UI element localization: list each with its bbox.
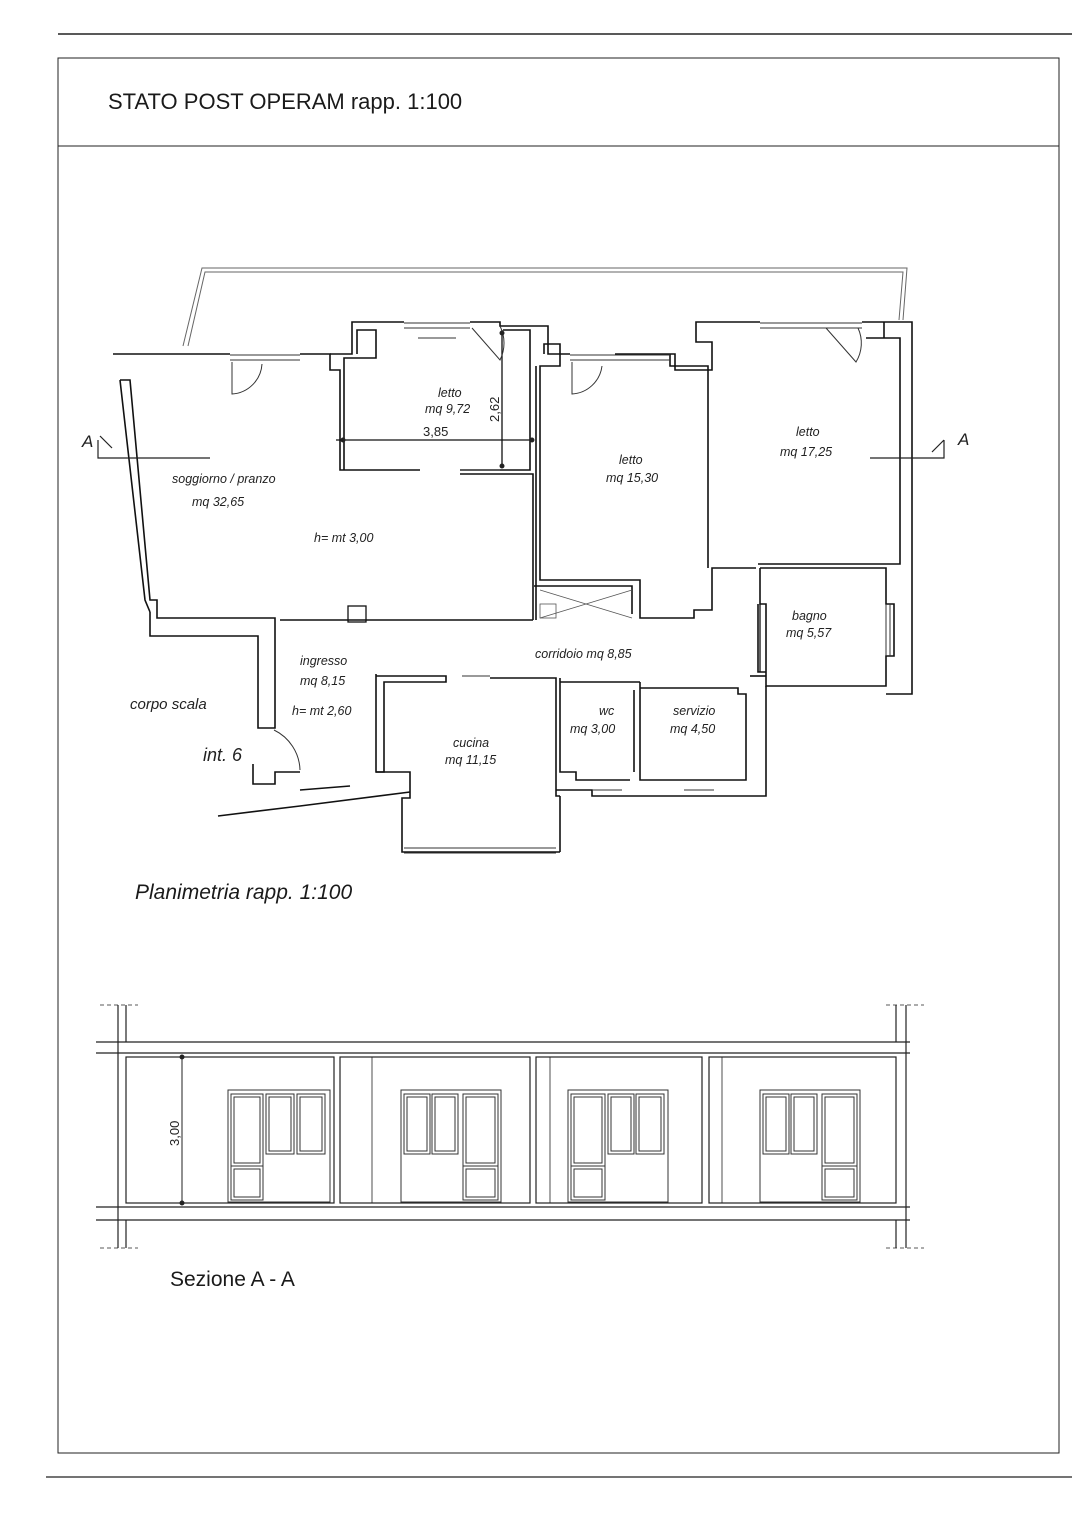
section-marker-left: A — [81, 432, 93, 451]
room-letto-3: letto mq 17,25 — [780, 425, 832, 459]
room-area: mq 11,15 — [445, 753, 496, 767]
room-name: ingresso — [300, 654, 347, 668]
shaft — [539, 589, 633, 619]
walls — [113, 321, 913, 853]
dim-height: 2,62 — [487, 397, 502, 422]
room-cucina: cucina mq 11,15 — [445, 736, 496, 767]
plan-title: Planimetria rapp. 1:100 — [135, 881, 352, 904]
room-corridoio: corridoio mq 8,85 — [535, 647, 632, 661]
room-bagno: bagno mq 5,57 — [786, 609, 832, 640]
room-name: servizio — [673, 704, 715, 718]
room-ingresso: ingresso mq 8,15 h= mt 2,60 — [292, 654, 351, 718]
room-letto-2: letto mq 15,30 — [606, 453, 658, 485]
room-height: h= mt 3,00 — [314, 531, 373, 545]
room-area: mq 32,65 — [192, 495, 244, 509]
room-area: mq 9,72 — [425, 402, 470, 416]
sheet-title: STATO POST OPERAM rapp. 1:100 — [108, 89, 462, 114]
room-height: h= mt 2,60 — [292, 704, 351, 718]
room-area: mq 15,30 — [606, 471, 658, 485]
room-name: wc — [599, 704, 615, 718]
room-area: mq 3,00 — [570, 722, 615, 736]
partitions — [336, 330, 761, 672]
unit-label: int. 6 — [203, 745, 243, 765]
room-area: mq 4,50 — [670, 722, 715, 736]
dim-width: 3,85 — [423, 424, 448, 439]
stair-label: corpo scala — [130, 696, 207, 713]
room-letto-1: letto mq 9,72 — [425, 386, 470, 416]
section-marker-right: A — [957, 430, 969, 449]
room-name: cucina — [453, 736, 489, 750]
section-title: Sezione A - A — [170, 1268, 295, 1291]
balcony-outline — [182, 267, 908, 347]
dimension-lines — [340, 330, 535, 469]
door-swings — [231, 325, 862, 771]
room-servizio: servizio mq 4,50 — [670, 704, 715, 736]
room-wc: wc mq 3,00 — [570, 704, 615, 736]
room-name: soggiorno / pranzo — [172, 472, 276, 486]
room-name: letto — [438, 386, 462, 400]
section-windows — [227, 1089, 861, 1203]
room-area: mq 8,15 — [300, 674, 345, 688]
room-area: mq 17,25 — [780, 445, 832, 459]
windows — [230, 322, 891, 854]
room-soggiorno: soggiorno / pranzo mq 32,65 h= mt 3,00 — [172, 472, 373, 545]
room-name: letto — [619, 453, 643, 467]
room-area: mq 5,57 — [786, 626, 832, 640]
room-name: letto — [796, 425, 820, 439]
sheet-frame — [46, 33, 1072, 1478]
section-height-dim: 3,00 — [167, 1121, 182, 1146]
room-label: corridoio mq 8,85 — [535, 647, 632, 661]
section-cut-markers — [97, 435, 945, 459]
section-drawing — [96, 1004, 924, 1249]
floor-plan: 3,85 2,62 A A soggiorno / pranzo mq 32,6… — [81, 267, 969, 854]
room-name: bagno — [792, 609, 827, 623]
